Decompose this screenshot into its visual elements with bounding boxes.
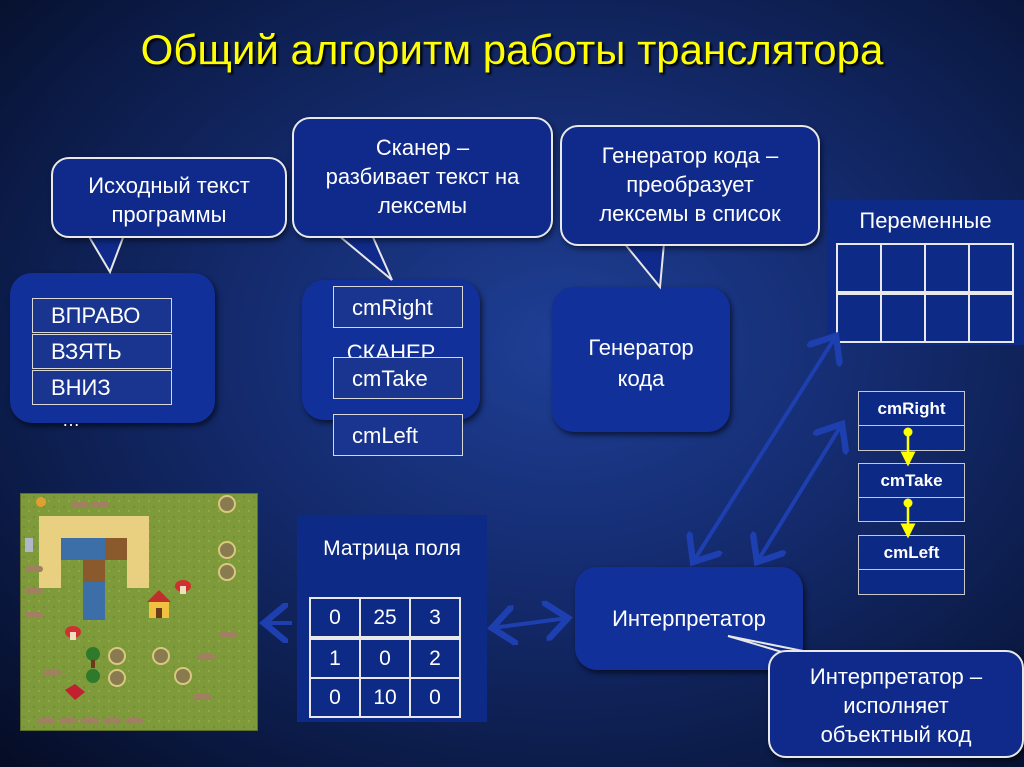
arrow-interpreter-list [757, 424, 842, 562]
source-ellipsis: … [62, 410, 80, 430]
callout-generator: Генератор кода – преобразует лексемы в с… [560, 125, 820, 246]
source-token: ВЗЯТЬ [32, 334, 172, 369]
callout-line: разбивает текст на [325, 164, 520, 189]
list-link-dot [903, 427, 913, 437]
list-node-label: cmLeft [859, 536, 964, 570]
callout-line: Исходный текст [88, 173, 250, 198]
generator-label-line: кода [617, 366, 665, 391]
arrow-interpreter-matrix [492, 618, 568, 628]
callout-line: Сканер – [375, 135, 470, 160]
generator-label-line: Генератор [588, 335, 694, 360]
callout-line: исполняет [843, 693, 949, 718]
callout-line: программы [111, 202, 227, 227]
matrix-cell: 0 [359, 637, 411, 679]
callout-line: объектный код [820, 722, 972, 747]
matrix-cell: 0 [309, 597, 361, 640]
callout-line: лексемы [377, 193, 468, 218]
variables-panel: Переменные [827, 200, 1024, 345]
callout-source-text: Исходный текст программы [51, 157, 287, 238]
matrix-cell: 25 [359, 597, 411, 640]
callout-line: Интерпретатор – [809, 664, 983, 689]
callout-interpreter: Интерпретатор – исполняет объектный код [768, 650, 1024, 758]
matrix-panel: Матрица поля 0 25 3 1 0 2 0 10 0 [297, 515, 487, 722]
scanner-token: cmRight [333, 286, 463, 328]
variables-grid [836, 243, 1014, 343]
source-token: ВПРАВО [32, 298, 172, 333]
list-node-label: cmRight [859, 392, 964, 426]
list-node: cmRight [858, 391, 965, 451]
variables-title: Переменные [859, 208, 992, 233]
matrix-cell: 10 [359, 677, 411, 718]
scanner-token: cmLeft [333, 414, 463, 456]
list-node: cmTake [858, 463, 965, 522]
source-token: ВНИЗ [32, 370, 172, 405]
game-field-image [20, 493, 258, 731]
matrix-title: Матрица поля [323, 537, 461, 560]
matrix-cell: 2 [409, 637, 461, 679]
list-link-dot [903, 498, 913, 508]
matrix-cell: 0 [409, 677, 461, 718]
callout-line: лексемы в список [599, 201, 781, 226]
callout-line: Генератор кода – [601, 143, 779, 168]
matrix-cell: 0 [309, 677, 361, 718]
interpreter-block: Интерпретатор [575, 567, 803, 670]
slide-title: Общий алгоритм работы транслятора [140, 26, 884, 73]
interpreter-label: Интерпретатор [612, 606, 766, 631]
callout-line: преобразует [626, 172, 754, 197]
matrix-cell: 3 [409, 597, 461, 640]
scanner-token: cmTake [333, 357, 463, 399]
matrix-table: 0 25 3 1 0 2 0 10 0 [309, 597, 461, 718]
matrix-cell: 1 [309, 637, 361, 679]
callout-scanner: Сканер – разбивает текст на лексемы [292, 117, 553, 238]
list-node-label: cmTake [859, 464, 964, 498]
